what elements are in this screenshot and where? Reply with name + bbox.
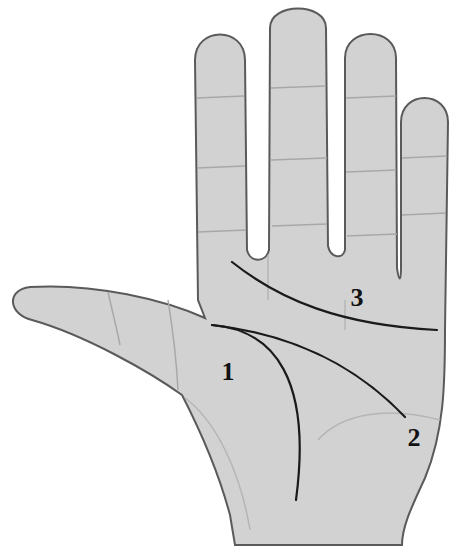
callout-text: 2 — [408, 423, 421, 452]
callout-text: 3 — [351, 283, 364, 312]
head-line — [212, 325, 405, 417]
callout-text: 1 — [222, 357, 235, 386]
callout-number: 1 — [222, 359, 235, 385]
heart-line — [232, 262, 437, 330]
life-line — [212, 325, 300, 500]
palm-mounts — [185, 255, 440, 530]
hand-outline — [13, 9, 448, 546]
finger-creases — [108, 86, 447, 390]
callout-number: 3 — [351, 285, 364, 311]
callout-number: 2 — [408, 425, 421, 451]
palm-lines — [212, 262, 437, 500]
